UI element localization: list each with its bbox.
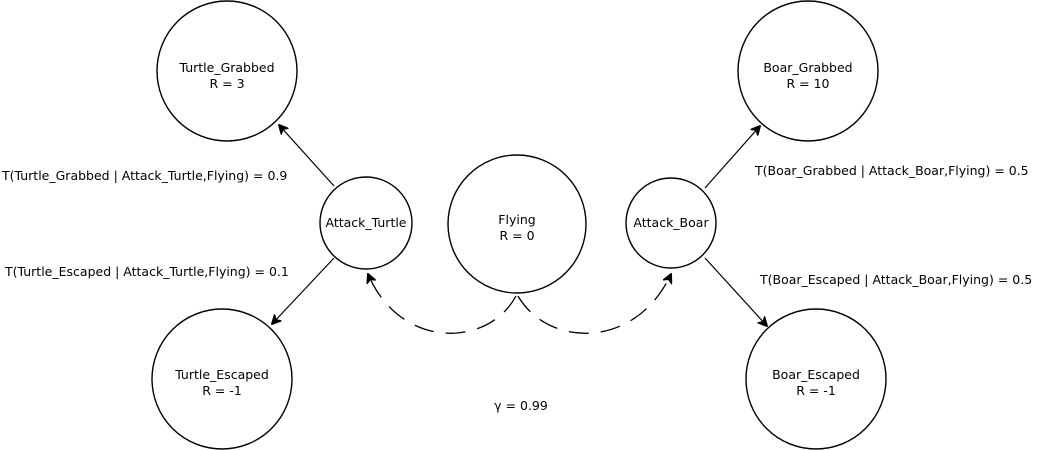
label-boar-grabbed-probability: T(Boar_Grabbed | Attack_Boar,Flying) = 0…	[754, 163, 1029, 178]
node-flying: Flying R = 0	[447, 154, 587, 294]
node-attack-boar-name: Attack_Boar	[633, 215, 709, 230]
edge-flying-to-attack-boar	[517, 274, 671, 334]
node-attack-turtle: Attack_Turtle	[319, 176, 413, 270]
edge-attack-boar-to-boar-escaped	[704, 257, 767, 326]
node-boar-grabbed-reward: R = 10	[786, 76, 829, 91]
edge-attack-turtle-to-turtle-escaped	[272, 257, 335, 324]
label-turtle-escaped-probability: T(Turtle_Escaped | Attack_Turtle,Flying)…	[4, 264, 289, 279]
node-turtle-escaped: Turtle_Escaped R = -1	[151, 308, 293, 450]
label-boar-escaped-probability: T(Boar_Escaped | Attack_Boar,Flying) = 0…	[759, 272, 1032, 287]
label-discount-factor: γ = 0.99	[494, 398, 548, 413]
edge-attack-boar-to-boar-grabbed	[704, 126, 760, 189]
node-flying-reward: R = 0	[499, 228, 534, 243]
node-turtle-grabbed-name: Turtle_Grabbed	[178, 60, 274, 75]
node-turtle-escaped-reward: R = -1	[202, 383, 242, 398]
node-boar-escaped: Boar_Escaped R = -1	[745, 308, 887, 450]
node-attack-boar: Attack_Boar	[625, 177, 717, 269]
node-boar-grabbed-name: Boar_Grabbed	[763, 60, 852, 75]
node-turtle-grabbed-reward: R = 3	[209, 76, 244, 91]
label-turtle-grabbed-probability: T(Turtle_Grabbed | Attack_Turtle,Flying)…	[1, 168, 287, 183]
node-turtle-grabbed: Turtle_Grabbed R = 3	[156, 0, 298, 142]
node-boar-escaped-name: Boar_Escaped	[772, 367, 860, 382]
edge-attack-turtle-to-turtle-grabbed	[279, 125, 335, 187]
node-turtle-escaped-name: Turtle_Escaped	[174, 367, 269, 382]
node-attack-turtle-name: Attack_Turtle	[325, 215, 406, 230]
node-boar-escaped-reward: R = -1	[796, 383, 836, 398]
node-flying-name: Flying	[498, 212, 535, 227]
node-boar-grabbed: Boar_Grabbed R = 10	[737, 0, 879, 142]
